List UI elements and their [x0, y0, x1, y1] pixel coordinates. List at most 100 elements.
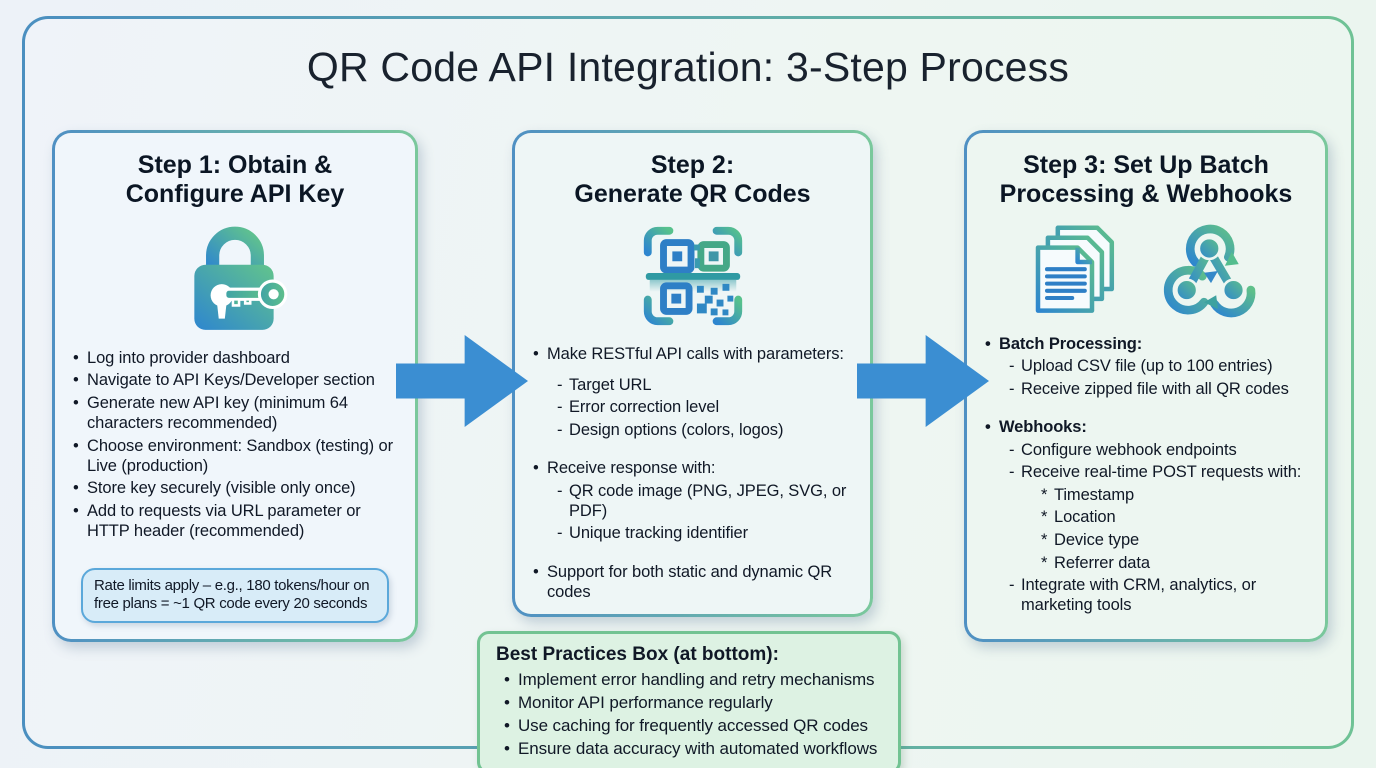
- list-item: -QR code image (PNG, JPEG, SVG, or PDF): [557, 481, 852, 521]
- step2-list: • Make RESTful API calls with parameters:…: [533, 341, 852, 604]
- list-item-text: Design options (colors, logos): [569, 420, 784, 439]
- list-item: -Integrate with CRM, analytics, or marke…: [1009, 575, 1307, 615]
- list-item: * Timestamp: [1041, 485, 1307, 505]
- list-item: • Make RESTful API calls with parameters:: [533, 344, 852, 364]
- list-marker: •: [73, 348, 79, 367]
- best-practices-title: Best Practices Box (at bottom):: [496, 644, 779, 665]
- list-marker: -: [1009, 576, 1015, 595]
- list-item-text: Log into provider dashboard: [87, 348, 290, 367]
- list-item: -Receive real-time POST requests with:: [1009, 462, 1307, 482]
- list-marker: -: [557, 375, 563, 394]
- list-marker: -: [557, 481, 563, 500]
- list-marker: •: [533, 562, 539, 581]
- rate-limit-note: Rate limits apply – e.g., 180 tokens/hou…: [81, 567, 389, 623]
- step1-card: Step 1: Obtain & Configure API Key: [52, 130, 418, 642]
- list-marker: •: [985, 417, 991, 436]
- list-marker: •: [985, 334, 991, 353]
- list-item: * Device type: [1041, 530, 1307, 550]
- list-marker: •: [73, 479, 79, 498]
- list-marker: -: [1009, 357, 1015, 376]
- page-title: QR Code API Integration: 3-Step Process: [306, 44, 1070, 90]
- list-item: -Error correction level: [557, 397, 852, 417]
- step1-title: Step 1: Obtain & Configure API Key: [125, 151, 345, 208]
- list-item-text: Generate new API key (minimum 64 charact…: [87, 393, 348, 432]
- step2-icon-wrap: [533, 217, 852, 335]
- step3-title: Step 3: Set Up Batch Processing & Webhoo…: [999, 151, 1293, 208]
- list-item-text: Receive real-time POST requests with:: [1021, 463, 1302, 482]
- list-item-text: Target URL: [569, 375, 652, 394]
- list-gap: [533, 366, 852, 372]
- list-item-text: Choose environment: Sandbox (testing) or…: [87, 436, 394, 475]
- list-item-text: Receive zipped file with all QR codes: [1021, 379, 1289, 398]
- list-marker: *: [1041, 531, 1048, 549]
- list-item: -Receive zipped file with all QR codes: [1009, 379, 1307, 399]
- list-marker: •: [504, 693, 510, 713]
- lock-key-icon: [194, 226, 288, 330]
- list-item-text: Webhooks:: [999, 417, 1087, 436]
- list-item-text: Error correction level: [569, 398, 720, 417]
- list-marker: -: [1009, 440, 1015, 459]
- qr-scan-icon: [643, 226, 742, 326]
- list-item: •Ensure data accuracy with automated wor…: [504, 738, 884, 760]
- list-item: *Referrer data: [1041, 553, 1307, 573]
- list-item: -Configure webhook endpoints: [1009, 440, 1307, 460]
- list-item-text: Location: [1054, 508, 1116, 527]
- step1-list: • Log into provider dashboard • Navigate to…: [73, 345, 397, 544]
- list-item: * Location: [1041, 507, 1307, 527]
- list-marker: •: [533, 459, 539, 477]
- list-gap: [985, 401, 1307, 414]
- list-item-text: Navigate to API Keys/Developer section: [87, 371, 375, 390]
- list-item-text: Make RESTful API calls with parameters:: [547, 344, 844, 363]
- list-marker: •: [504, 716, 510, 736]
- list-marker: •: [533, 344, 539, 363]
- list-item: • Implement error handling and retry mech…: [504, 669, 884, 691]
- list-marker: -: [557, 524, 563, 543]
- step3-list: •Batch Processing:-Upload CSV file (up t…: [985, 331, 1307, 618]
- list-item-text: Batch Processing:: [999, 334, 1143, 353]
- list-item: • Webhooks:: [985, 417, 1307, 437]
- list-item-text: Implement error handling and retry mecha…: [518, 670, 875, 689]
- step3-icon-wrap: [985, 217, 1307, 325]
- list-marker: *: [1041, 508, 1048, 527]
- step3-card: Step 3: Set Up Batch Processing & Webhoo…: [964, 130, 1328, 642]
- list-marker: •: [504, 670, 510, 689]
- list-item-text: Referrer data: [1054, 553, 1150, 572]
- list-marker: -: [1009, 463, 1015, 482]
- list-item-text: Configure webhook endpoints: [1021, 440, 1237, 459]
- list-item: • Batch Processing:: [985, 334, 1307, 354]
- list-item: • Navigate to API Keys/Developer section: [73, 370, 397, 390]
- list-item-text: Integrate with CRM, analytics, or market…: [1021, 576, 1257, 615]
- list-marker: •: [73, 371, 79, 390]
- list-item: • Store key securely (visible only once): [73, 478, 397, 498]
- step2-title: Step 2: Generate QR Codes: [574, 151, 811, 208]
- best-practices-list: • Implement error handling and retry mech…: [494, 669, 884, 760]
- list-item: • Choose environment: Sandbox (testing) o…: [73, 436, 397, 476]
- webhook-icon: [1163, 224, 1256, 318]
- list-item: -Design options (colors, logos): [557, 420, 852, 440]
- list-marker: *: [1041, 485, 1048, 504]
- list-item-text: Support for both static and dynamic QR c…: [547, 562, 833, 601]
- list-item-text: Timestamp: [1054, 485, 1135, 504]
- list-item: • Log into provider dashboard: [73, 348, 397, 368]
- list-item-text: Device type: [1054, 531, 1140, 549]
- list-item: -Target URL: [557, 375, 852, 395]
- list-item-text: Monitor API performance regularly: [518, 693, 773, 713]
- list-gap: [533, 546, 852, 559]
- list-item-text: Store key securely (visible only once): [87, 479, 356, 498]
- list-item-text: QR code image (PNG, JPEG, SVG, or PDF): [569, 481, 847, 520]
- list-item: -Unique tracking identifier: [557, 523, 852, 543]
- list-item-text: Use caching for frequently accessed QR c…: [518, 716, 868, 736]
- list-item: •Add to requests via URL parameter or HT…: [73, 501, 397, 541]
- list-item-text: Ensure data accuracy with automated work…: [518, 739, 878, 759]
- list-item-text: Unique tracking identifier: [569, 524, 748, 543]
- list-item: • Generate new API key (minimum 64 charac…: [73, 393, 397, 433]
- list-item-text: Upload CSV file (up to 100 entries): [1021, 357, 1273, 376]
- documents-icon: [1035, 225, 1115, 313]
- list-marker: •: [73, 393, 79, 412]
- list-item: • Use caching for frequently accessed QR …: [504, 715, 884, 737]
- best-practices-box: Best Practices Box (at bottom): • Impleme…: [477, 631, 901, 768]
- list-marker: •: [73, 436, 79, 455]
- step1-icon-wrap: [73, 217, 397, 339]
- list-marker: •: [73, 501, 79, 520]
